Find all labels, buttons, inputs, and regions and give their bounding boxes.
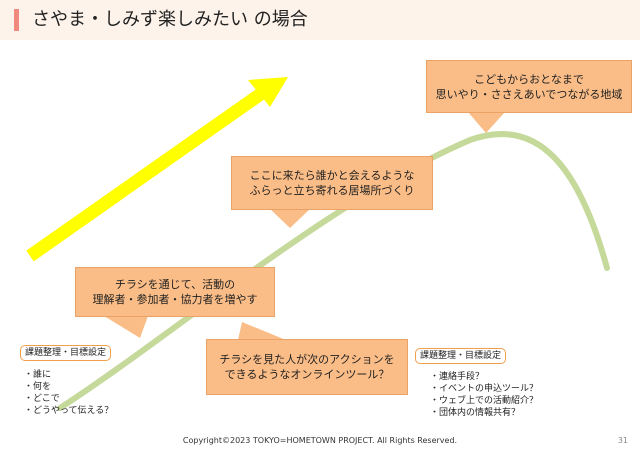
list-item: ・何を — [24, 382, 52, 392]
callout-place-making: ここに来たら誰かと会えるような ふらっと立ち寄れる居場所づくり — [231, 156, 433, 210]
list-item: ・どこで — [24, 394, 60, 404]
right-goal-list: ・連絡手段？ ・イベントの申込ツール？ ・ウェブ上での活動紹介？ ・団体内の情報… — [430, 371, 538, 419]
slide-title: さやま・しみず楽しみたい の場合 — [32, 9, 308, 30]
callout-4-pointer — [238, 322, 286, 340]
callout-1-line-1: こどもからおとなまで — [474, 72, 584, 86]
callout-3-line-1: チラシを通じて、活動の — [114, 278, 236, 291]
callout-1-line-2: 思いやり・ささえあいでつながる地域 — [435, 87, 623, 101]
list-item: ・連絡手段？ — [430, 372, 485, 382]
callout-community-goal: こどもからおとなまで 思いやり・ささえあいでつながる地域 — [426, 60, 632, 113]
list-item: ・誰に — [24, 370, 52, 380]
callout-flyer: チラシを通じて、活動の 理解者・参加者・協力者を増やす — [75, 267, 275, 317]
left-goal-list: ・誰に ・何を ・どこで ・どうやって伝える？ — [24, 369, 113, 417]
callout-4-line-2: できるようなオンラインツール？ — [224, 368, 390, 381]
right-goal-tag: 課題整理・目標設定 — [415, 348, 507, 364]
callout-2-line-1: ここに来たら誰かと会えるような — [249, 169, 415, 182]
callout-4-line-1: チラシを見た人が次のアクションを — [219, 353, 395, 366]
list-item: ・団体内の情報共有？ — [430, 408, 521, 418]
callout-3-line-2: 理解者・参加者・協力者を増やす — [92, 293, 258, 306]
list-item: ・ウェブ上での活動紹介？ — [430, 396, 539, 406]
progress-arrow — [26, 77, 288, 262]
header-accent-bar — [14, 9, 19, 31]
page-number: 31 — [617, 436, 628, 445]
slide-header: さやま・しみず楽しみたい の場合 — [0, 0, 640, 40]
callout-2-pointer — [270, 209, 310, 228]
list-item: ・イベントの申込ツール？ — [430, 384, 539, 394]
callout-2-line-2: ふらっと立ち寄れる居場所づくり — [249, 184, 415, 197]
list-item: ・どうやって伝える？ — [24, 406, 114, 416]
copyright: Copyright©2023 TOKYO=HOMETOWN PROJECT. A… — [182, 436, 458, 445]
callout-3-pointer — [104, 316, 148, 338]
left-goal-tag: 課題整理・目標設定 — [20, 345, 112, 361]
callout-online-tool: チラシを見た人が次のアクションを できるようなオンラインツール？ — [206, 339, 408, 395]
callout-1-pointer — [468, 112, 505, 133]
